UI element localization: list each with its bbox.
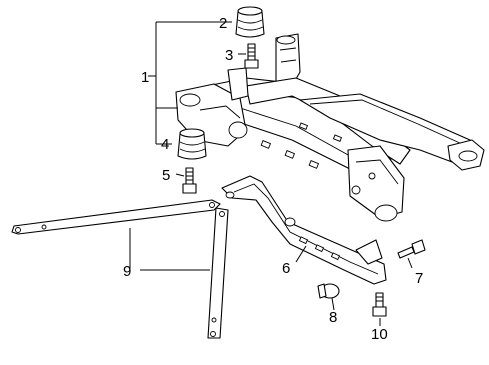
callout-labels: 1 2 3 4 5 6 7 8 9 10 [123,15,423,343]
bolt-7 [397,239,426,259]
brace-bars [11,199,229,339]
bolt-3 [244,43,259,69]
callout-8: 8 [329,309,337,326]
callout-3: 3 [225,47,233,64]
bushing-upper [235,6,265,38]
leader-lines [129,21,413,326]
bolt-5 [182,167,197,194]
callout-1: 1 [141,69,149,86]
callout-7: 7 [415,270,423,287]
lower-bracket [221,175,387,285]
callout-6: 6 [282,260,290,277]
subframe [175,33,485,222]
plug-8 [317,283,340,299]
callout-5: 5 [162,167,170,184]
callout-2: 2 [219,15,227,32]
callout-9: 9 [123,263,131,280]
callout-10: 10 [371,326,388,343]
callout-4: 4 [161,136,169,153]
bolt-10 [372,292,387,317]
bushing-lower [177,128,207,160]
